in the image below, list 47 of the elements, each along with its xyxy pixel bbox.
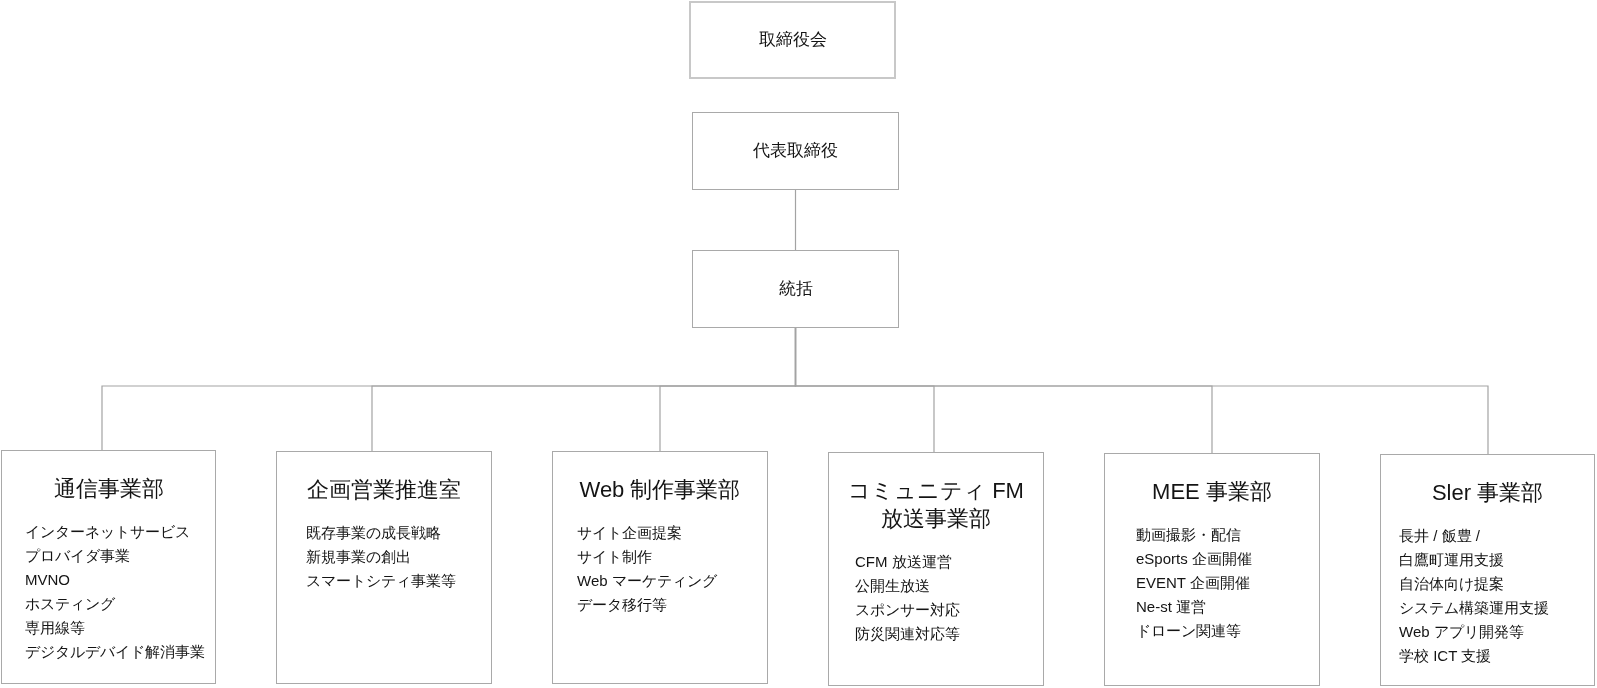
duty-item: EVENT 企画開催 [1136, 573, 1250, 593]
department-title: MEE 事業部 [1152, 478, 1272, 506]
duty-item: Web マーケティング [577, 571, 717, 591]
duty-item: サイト制作 [577, 547, 652, 567]
department-title: Web 制作事業部 [579, 476, 741, 504]
duty-item: 専用線等 [25, 618, 85, 638]
connector-line [794, 327, 1489, 455]
department-box [276, 451, 492, 684]
duty-item: MVNO [25, 570, 70, 590]
duty-item: データ移行等 [577, 595, 667, 615]
position-box [692, 112, 899, 190]
department-box [1380, 454, 1595, 686]
department-box [1, 450, 216, 684]
duty-item: プロバイダ事業 [25, 546, 130, 566]
duty-item: Ne-st 運営 [1136, 597, 1206, 617]
duty-item: 公開生放送 [855, 576, 930, 596]
duty-item: 防災関連対応等 [855, 624, 960, 644]
duty-item: 学校 ICT 支援 [1399, 646, 1492, 666]
duty-item: サイト企画提案 [577, 523, 682, 543]
position-title: 取締役会 [758, 29, 827, 51]
position-title: 代表取締役 [753, 140, 838, 162]
duty-item: 自治体向け提案 [1399, 574, 1504, 594]
department-title: Sler 事業部 [1431, 479, 1544, 507]
duty-item: スポンサー対応 [855, 600, 960, 620]
position-title: 統括 [778, 278, 813, 300]
position-box [689, 1, 896, 79]
duty-item: インターネットサービス [25, 522, 190, 542]
duty-item: 既存事業の成長戦略 [306, 523, 441, 543]
duty-item: デジタルデバイド解消事業 [25, 642, 205, 662]
department-title: コミュニティ FM 放送事業部 [847, 477, 1025, 533]
position-box [692, 250, 899, 328]
department-box [552, 451, 768, 684]
duty-item: 新規事業の創出 [306, 547, 411, 567]
department-box [1104, 453, 1320, 686]
duty-item: ドローン関連等 [1136, 621, 1241, 641]
duty-item: 長井 / 飯豊 / 白鷹町運用支援 [1399, 526, 1505, 570]
department-title: 企画営業推進室 [307, 476, 461, 504]
duty-item: eSports 企画開催 [1136, 549, 1252, 569]
connector-line [794, 189, 797, 251]
duty-item: スマートシティ事業等 [306, 571, 456, 591]
duty-item: ホスティング [25, 594, 115, 614]
duty-item: Web アプリ開発等 [1399, 622, 1524, 642]
duty-item: システム構築運用支援 [1399, 598, 1549, 618]
department-box [828, 452, 1044, 686]
duty-item: CFM 放送運営 [855, 552, 952, 572]
department-title: 通信事業部 [53, 475, 164, 503]
duty-item: 動画撮影・配信 [1136, 525, 1241, 545]
